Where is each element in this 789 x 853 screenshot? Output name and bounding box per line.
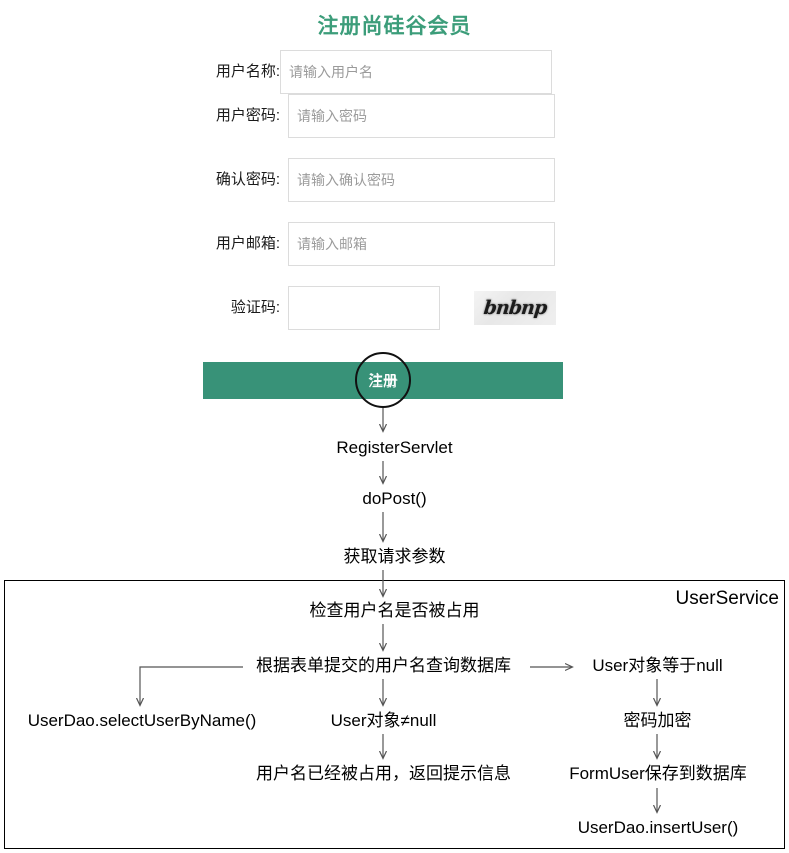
password-input[interactable] (288, 94, 555, 138)
email-input[interactable] (288, 222, 555, 266)
flow-node-query-db: 根据表单提交的用户名查询数据库 (256, 656, 511, 675)
form-row-username: 用户名称: (0, 50, 789, 94)
register-button[interactable]: 注册 (203, 362, 563, 399)
flow-node-encrypt-password: 密码加密 (623, 711, 692, 730)
captcha-image[interactable]: bnbnp (474, 291, 556, 325)
form-row-password: 用户密码: (0, 94, 789, 138)
confirm-password-input[interactable] (288, 158, 555, 202)
form-row-captcha: 验证码: (0, 286, 789, 330)
label-email: 用户邮箱: (215, 235, 280, 252)
flow-node-user-not-null: User对象≠null (330, 711, 437, 730)
flow-node-name-occupied: 用户名已经被占用，返回提示信息 (256, 764, 511, 783)
username-input[interactable] (280, 50, 552, 94)
captcha-text: bnbnp (482, 297, 548, 319)
page-title: 注册尚硅谷会员 (317, 15, 472, 38)
captcha-input[interactable] (288, 286, 440, 330)
form-row-confirm-password: 确认密码: (0, 158, 789, 202)
flow-node-user-is-null: User对象等于null (592, 656, 723, 675)
form-row-email: 用户邮箱: (0, 222, 789, 266)
flow-node-get-params: 获取请求参数 (343, 547, 446, 566)
flow-node-check-name: 检查用户名是否被占用 (309, 601, 480, 620)
label-password: 用户密码: (215, 107, 280, 124)
label-confirm-password: 确认密码: (215, 171, 280, 188)
flow-node-do-post: doPost() (362, 489, 427, 508)
userservice-label: UserService (675, 588, 779, 609)
flow-node-select-by-name: UserDao.selectUserByName() (27, 711, 257, 730)
flow-node-insert-user: UserDao.insertUser() (577, 818, 739, 837)
userservice-container (4, 580, 785, 849)
flow-node-save-to-db: FormUser保存到数据库 (569, 764, 747, 783)
label-username: 用户名称: (215, 63, 280, 80)
flow-node-register-servlet: RegisterServlet (336, 438, 453, 457)
label-captcha: 验证码: (230, 299, 280, 316)
